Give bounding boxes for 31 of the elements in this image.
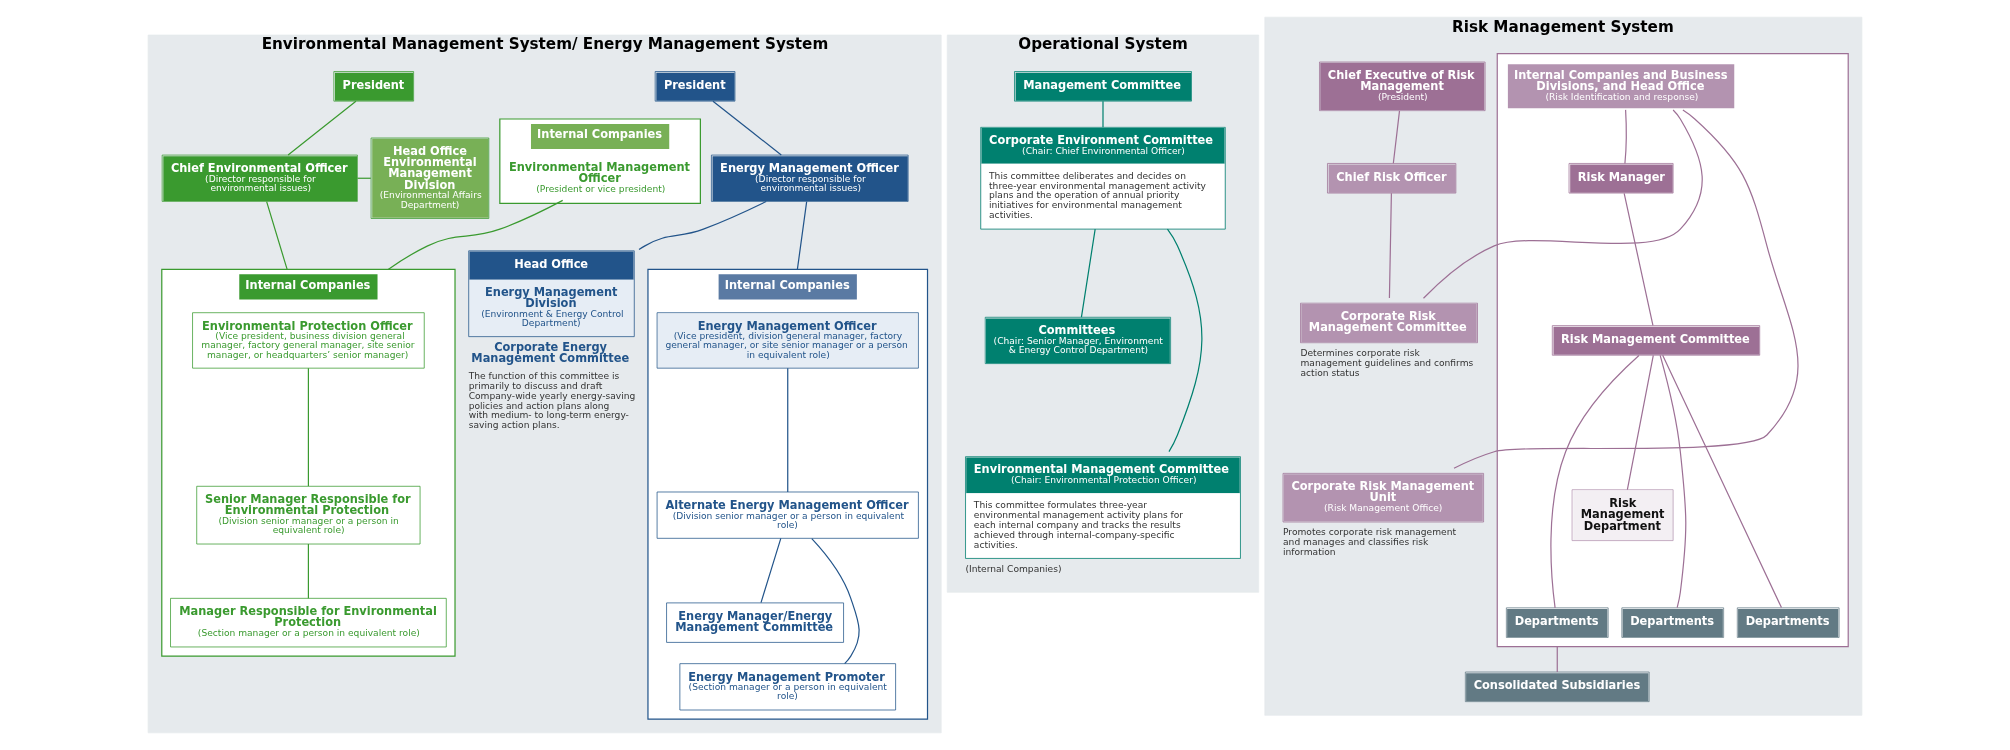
connector <box>1453 109 1799 469</box>
connector <box>787 367 789 493</box>
connector <box>1080 228 1096 318</box>
connector <box>307 367 309 487</box>
connector <box>1624 109 1627 165</box>
node-label: Determines corporate risk management guidelines and confirms action status <box>1300 348 1474 378</box>
connector <box>1623 192 1654 327</box>
connector <box>307 543 309 599</box>
connector <box>1102 100 1104 128</box>
connector <box>287 100 357 156</box>
connector <box>1556 645 1558 673</box>
connector <box>796 201 808 271</box>
connector <box>811 538 860 665</box>
node-label: (Internal Companies) <box>965 563 1062 574</box>
node-box: Internal Companies Environmental Management Officer (President or vice president) <box>499 118 701 204</box>
connector <box>1422 109 1703 299</box>
connector <box>1662 354 1783 609</box>
connector <box>1626 354 1654 491</box>
node-label: Promotes corporate risk management and manages and classifies risk information <box>1283 527 1457 558</box>
connector <box>1388 192 1392 299</box>
connector <box>712 100 782 156</box>
connector <box>1550 354 1640 609</box>
node-label: Corporate Energy Management Committee <box>471 340 630 366</box>
node-label: The function of this committee is primarily to discuss and draft Company-wide yearly energy-saving policies and action plans along with medium- to long-term energy-saving action plans. <box>468 370 636 431</box>
connector <box>1659 354 1687 609</box>
connector <box>387 199 564 271</box>
connector <box>1166 228 1203 453</box>
connector <box>760 537 782 604</box>
connector <box>266 201 288 271</box>
connector <box>638 200 767 251</box>
connector <box>1392 110 1401 164</box>
